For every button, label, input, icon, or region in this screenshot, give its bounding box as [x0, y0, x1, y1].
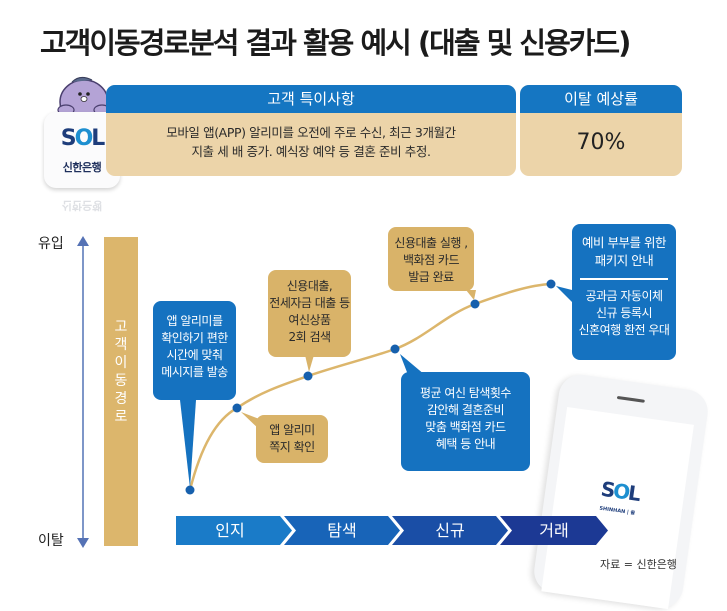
callout-line: 확인하기 편한	[161, 331, 228, 345]
customer-note-header: 고객 특이사항	[106, 85, 516, 113]
curve-point	[390, 344, 400, 354]
callout-loan-executed: 신용대출 실행 , 백화점 카드 발급 완료	[388, 227, 474, 291]
callout-line: 발급 완료	[408, 270, 454, 284]
journey-label-char: 경	[114, 391, 128, 407]
arrow-down-icon	[77, 538, 89, 548]
callout-divider	[580, 278, 668, 280]
callout-pointer	[466, 290, 476, 300]
journey-label-char: 고	[114, 319, 128, 335]
sol-logo: SOL	[60, 126, 106, 151]
callout-line: 2회 검색	[288, 330, 331, 344]
customer-note-line: 지출 세 배 증가. 예식장 예약 등 결혼 준비 추정.	[191, 144, 431, 159]
callout-pointer	[180, 400, 196, 488]
callout-pointer	[305, 355, 314, 372]
callout-loan-search: 신용대출, 전세자금 대출 등 여신상품 2회 검색	[268, 270, 351, 357]
journey-label-char: 객	[114, 337, 128, 353]
callout-line: 앱 알리미를	[166, 314, 223, 328]
customer-note-body: 모바일 앱(APP) 알리미를 오전에 주로 수신, 최근 3개월간 지출 세 …	[106, 113, 516, 161]
curve-point	[470, 299, 480, 309]
callout-pointer	[556, 286, 572, 302]
callout-newlywed-package: 예비 부부를 위한 패키지 안내 공과금 자동이체 신규 등록시 신혼여행 환전…	[572, 224, 676, 360]
callout-line: 쪽지 확인	[269, 440, 315, 454]
callout-line: 혜택 등 안내	[435, 437, 496, 451]
callout-line: 시간에 맞춰	[166, 348, 223, 362]
curve-point	[232, 403, 242, 413]
callout-line: 신용대출 실행 ,	[394, 236, 468, 250]
app-name: 신한은행	[62, 161, 102, 174]
callout-line: 패키지 안내	[594, 253, 654, 268]
callout-line: 신용대출,	[286, 279, 333, 293]
journey-label-char: 이	[114, 355, 128, 371]
journey-label-char: 로	[114, 409, 128, 425]
journey-label-char: 동	[114, 373, 128, 389]
curve-point	[303, 371, 313, 381]
churn-rate-value: 70%	[576, 130, 626, 155]
page-title: 고객이동경로분석 결과 활용 예시 (대출 및 신용카드)	[40, 26, 631, 60]
journey-curve	[180, 279, 572, 495]
stage-new: 신규	[435, 521, 465, 540]
stage-exploration: 탐색	[327, 521, 357, 540]
callout-line: 백화점 카드	[402, 253, 460, 267]
curve-point	[185, 485, 195, 495]
curve-point	[546, 279, 556, 289]
source-note: 자료 = 신한은행	[600, 558, 677, 571]
callout-line: 감안해 결혼준비	[426, 403, 505, 417]
churn-rate-box: 이탈 예상률 70%	[520, 85, 682, 176]
callout-line: 신혼여행 환전 우대	[578, 323, 670, 337]
callout-line: 예비 부부를 위한	[582, 235, 666, 250]
callout-card-benefit-guide: 평균 여신 탐색횟수 감안해 결혼준비 맞춤 백화점 카드 혜택 등 안내	[401, 372, 530, 471]
axis-label-inflow: 유입	[38, 236, 64, 252]
stage-transaction: 거래	[539, 521, 569, 540]
callout-line: 신규 등록시	[595, 306, 653, 320]
stage-chevrons	[176, 516, 608, 545]
callout-line: 공과금 자동이체	[585, 289, 663, 303]
callout-line: 전세자금 대출 등	[269, 296, 350, 310]
axis-label-churn: 이탈	[38, 533, 64, 549]
callout-line: 앱 알리미	[269, 423, 315, 437]
callout-app-message-check: 앱 알리미 쪽지 확인	[256, 415, 328, 463]
axis-line	[82, 245, 84, 539]
stage-awareness: 인지	[215, 521, 245, 540]
journey-bar	[104, 237, 138, 546]
journey-label: 고 객 이 동 경 로	[104, 318, 138, 426]
churn-rate-header: 이탈 예상률	[520, 85, 682, 113]
callout-line: 메시지를 발송	[161, 365, 228, 379]
customer-note-line: 모바일 앱(APP) 알리미를 오전에 주로 수신, 최근 3개월간	[166, 125, 456, 140]
arrow-up-icon	[77, 236, 89, 246]
callout-line: 맞춤 백화점 카드	[425, 420, 506, 434]
callout-line: 여신상품	[288, 313, 331, 327]
callout-line: 평균 여신 탐색횟수	[420, 386, 511, 400]
callout-app-alert-timing: 앱 알리미를 확인하기 편한 시간에 맞춰 메시지를 발송	[153, 301, 236, 400]
stage-bar: 인지 탐색 신규 거래	[176, 516, 608, 545]
customer-note-box: 고객 특이사항 모바일 앱(APP) 알리미를 오전에 주로 수신, 최근 3개…	[106, 85, 516, 176]
